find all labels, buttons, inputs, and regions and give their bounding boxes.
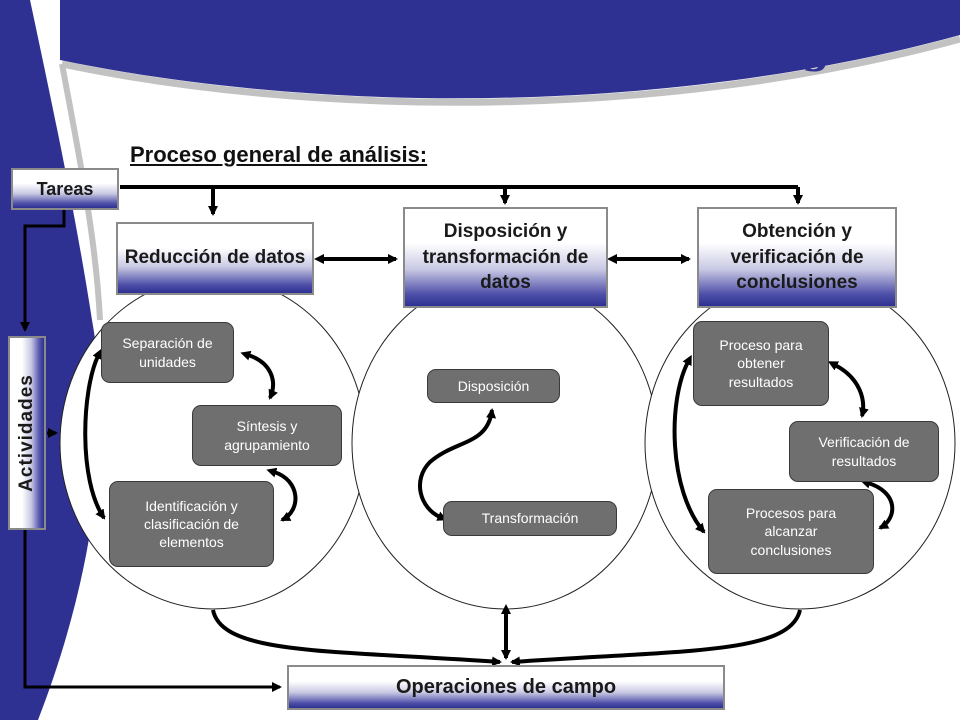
tasks-to-activities-line <box>20 210 66 332</box>
top-blue-wave <box>60 0 960 99</box>
conclusions-box: Obtención y verificación de conclusiones <box>697 207 897 308</box>
process-verification-arrow <box>827 361 869 418</box>
reduction-to-field-line <box>211 609 502 667</box>
reduction-box: Reducción de datos <box>116 222 314 295</box>
reduction-label: Reducción de datos <box>124 247 306 269</box>
disposition-box: Disposición y transformación de datos <box>403 207 608 308</box>
processes-node: Procesos para alcanzar conclusiones <box>708 489 874 574</box>
tasks-label: Tareas <box>36 178 94 199</box>
tasks-box: Tareas <box>11 168 119 210</box>
process-subtitle: Proceso general de análisis: <box>130 142 428 167</box>
disposition-label: Disposición y transformación de datos <box>422 221 589 294</box>
activities-box: Actividades <box>8 336 46 530</box>
activities-to-field-line <box>23 530 282 692</box>
process-node: Proceso para obtener resultados <box>693 321 829 406</box>
identification-node: Identificación y clasificación de elemen… <box>109 481 274 567</box>
activities-label: Actividades <box>16 374 37 492</box>
separation-node: Separación de unidades <box>101 322 234 383</box>
conclusions-to-field-line <box>510 609 802 667</box>
page-title: Análisis de Datos Cualitativos <box>131 34 829 81</box>
disposition-node: Disposición <box>427 369 560 403</box>
separation-identification-arrow <box>83 348 106 520</box>
transformation-disposition-arrow <box>418 408 497 521</box>
synthesis-identification-arrow <box>266 467 298 522</box>
transformation-node: Transformación <box>443 501 617 536</box>
process-processes-arrow <box>672 354 706 534</box>
verification-processes-arrow <box>860 478 895 530</box>
field-operations-label: Operaciones de campo <box>395 676 617 698</box>
field-operations-box: Operaciones de campo <box>287 665 725 710</box>
synthesis-node: Síntesis y agrupamiento <box>192 405 342 466</box>
verification-node: Verificación de resultados <box>789 421 939 482</box>
separation-synthesis-arrow <box>240 350 278 400</box>
disposition-ellipse <box>351 276 659 610</box>
conclusions-label: Obtención y verificación de conclusiones <box>730 221 864 294</box>
grey-shadow-wave <box>61 35 960 106</box>
